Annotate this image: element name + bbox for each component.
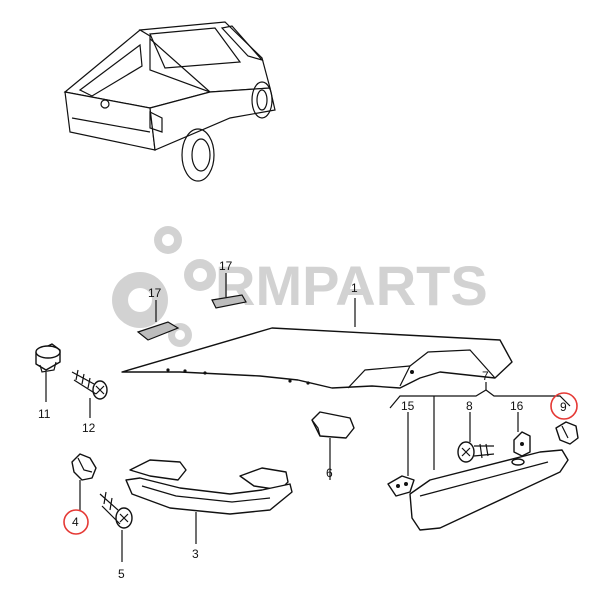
screw-part-8 xyxy=(457,441,495,463)
callout-11: 11 xyxy=(38,407,51,421)
clip-part-16 xyxy=(513,431,531,457)
callout-3: 3 xyxy=(192,547,199,561)
headliner-part-1 xyxy=(121,327,513,389)
hinge-part-15 xyxy=(387,475,415,497)
callout-17-right: 17 xyxy=(219,259,233,273)
watermark-text: RMPARTS xyxy=(215,254,488,317)
callout-7: 7 xyxy=(482,369,489,383)
callout-4: 4 xyxy=(72,515,79,529)
callout-1: 1 xyxy=(351,281,358,295)
highlight-circle-9 xyxy=(550,392,578,420)
watermark: RMPARTS xyxy=(112,226,488,347)
clip-part-9 xyxy=(555,421,579,445)
callout-6: 6 xyxy=(326,466,333,480)
screw-part-12 xyxy=(71,369,108,400)
vehicle-illustration xyxy=(63,21,276,182)
callout-9: 9 xyxy=(560,400,567,414)
callout-5: 5 xyxy=(118,567,125,581)
callout-15: 15 xyxy=(401,399,415,413)
lamp-part-6 xyxy=(311,411,355,439)
highlight-circle-4 xyxy=(63,509,89,535)
callout-12: 12 xyxy=(82,421,96,435)
pad-part-17-b xyxy=(211,294,247,309)
clip-part-4 xyxy=(71,453,97,481)
sun-visor-part-7 xyxy=(409,449,569,531)
callout-8: 8 xyxy=(466,399,473,413)
screw-part-5 xyxy=(99,491,133,529)
pad-part-17-a xyxy=(136,321,180,341)
gear-logo xyxy=(112,226,216,347)
callout-17-left: 17 xyxy=(148,286,162,300)
grab-handle-part-3 xyxy=(125,459,293,515)
cap-part-11 xyxy=(35,343,61,373)
callout-16: 16 xyxy=(510,399,524,413)
